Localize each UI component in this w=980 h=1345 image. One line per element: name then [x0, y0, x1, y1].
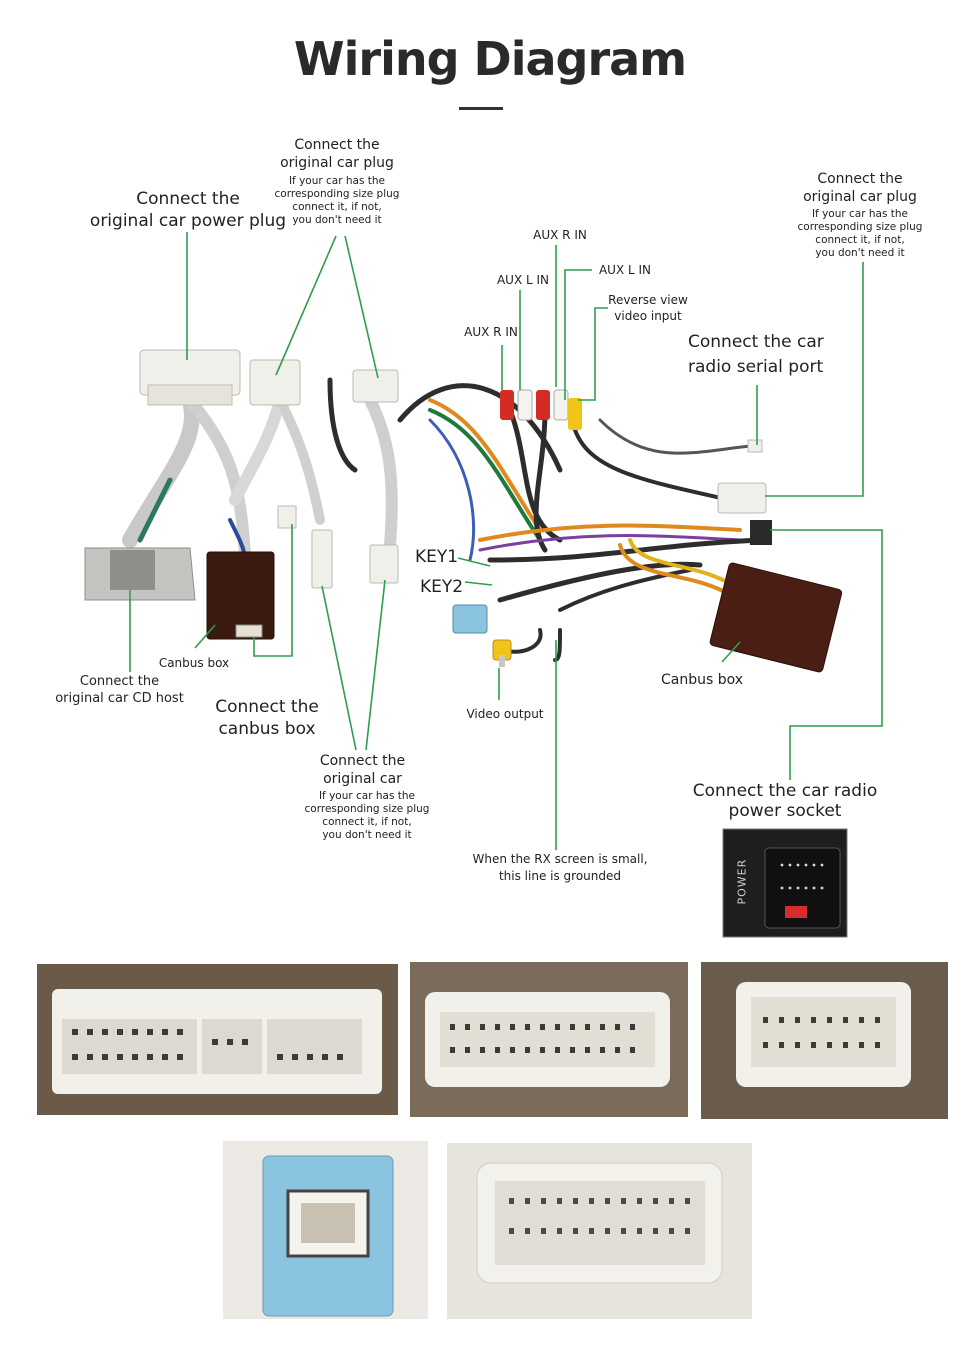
usb-blue-connector	[452, 604, 488, 634]
label-plug-bottom-note: If your car has the corresponding size p…	[304, 790, 430, 841]
label-cd-host: Connect the original car CD host	[55, 674, 184, 706]
bottom-plug-right	[369, 544, 399, 584]
photo-connector-white	[447, 1143, 752, 1319]
label-rx-screen: When the RX screen is small, this line i…	[472, 852, 648, 883]
label-aux-r-in-left: AUX R IN	[464, 325, 518, 339]
serial-port-plug	[747, 439, 763, 453]
power-socket-photo	[722, 828, 848, 938]
label-aux-l-in-right: AUX L IN	[598, 263, 652, 277]
small-plug-mid	[277, 505, 297, 529]
canbus-box-left	[206, 551, 275, 640]
right-plug-connector	[717, 482, 767, 514]
power-socket-plug	[750, 520, 772, 545]
label-canbus-box-right: Canbus box	[660, 672, 744, 688]
photo-connector-large	[37, 964, 398, 1115]
label-plug-top-note: If your car has the corresponding size p…	[274, 175, 400, 226]
rca-connectors	[500, 389, 582, 430]
top-plug-connector-left	[249, 359, 301, 406]
label-plug-right-title: Connect the original car plug	[803, 171, 917, 205]
top-plug-connector-right	[352, 369, 399, 403]
bottom-plug-left	[311, 529, 333, 589]
label-key2: KEY2	[420, 577, 464, 597]
title-underline	[459, 107, 503, 110]
video-output-rca	[492, 639, 512, 667]
photo-connector-small	[701, 962, 948, 1119]
canbus-box-right	[709, 562, 843, 673]
guide-lines	[129, 232, 883, 850]
label-power-plug: Connect the original car power plug	[89, 189, 287, 231]
power-socket-text: POWER	[735, 858, 749, 905]
label-power-socket: Connect the car radio power socket	[692, 781, 878, 821]
photo-connector-medium	[410, 962, 688, 1117]
label-key1: KEY1	[415, 547, 459, 567]
label-video-output: Video output	[466, 707, 544, 721]
power-plug-connector	[139, 349, 241, 406]
label-canbus-connect: Connect the canbus box	[215, 697, 319, 739]
photo-connector-blue	[223, 1141, 428, 1319]
label-canbus-box-left: Canbus box	[158, 656, 230, 670]
label-aux-r-in-top: AUX R IN	[533, 228, 587, 242]
label-reverse-view: Reverse view video input	[608, 293, 688, 323]
label-plug-bottom-title: Connect the original car	[319, 753, 406, 787]
label-plug-right-note: If your car has the corresponding size p…	[797, 208, 923, 259]
label-plug-top-title: Connect the original car plug	[280, 137, 394, 171]
label-aux-l-in-left: AUX L IN	[496, 273, 550, 287]
page-title: Wiring Diagram	[293, 32, 687, 86]
harness-wires	[122, 377, 763, 662]
cd-host-connector	[84, 547, 196, 601]
label-serial-port: Connect the car radio serial port	[688, 332, 824, 377]
